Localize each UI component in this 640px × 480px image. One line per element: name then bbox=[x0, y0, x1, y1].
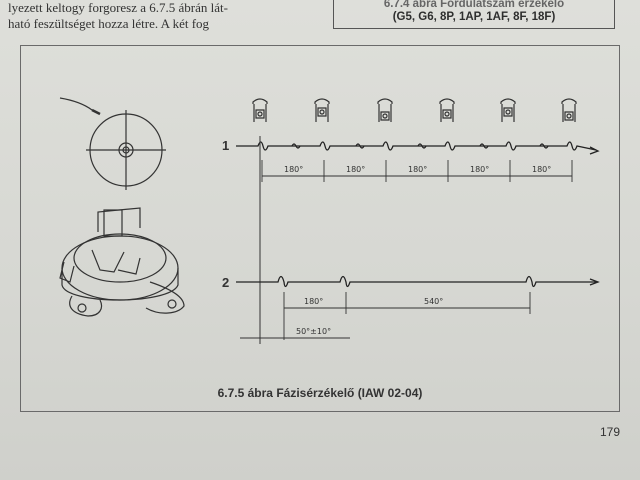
piston-icon bbox=[439, 98, 455, 122]
sensor-cable bbox=[59, 97, 93, 111]
signal-2-dimension-lines bbox=[240, 292, 531, 344]
piston-icon bbox=[377, 98, 393, 122]
body-text-line-1: lyezett keltogy forgoresz a 6.7.5 ábrán … bbox=[8, 0, 228, 15]
signal-1-dim-5: 180° bbox=[532, 165, 551, 174]
offset-dimension: 50°±10° bbox=[296, 327, 331, 336]
signal-1-waveform bbox=[236, 141, 600, 155]
body-text: lyezett keltogy forgoresz a 6.7.5 ábrán … bbox=[8, 0, 328, 32]
body-text-line-2: ható feszültséget hozza létre. A két fog bbox=[8, 16, 210, 31]
sensor-3d-view bbox=[59, 207, 185, 317]
signal-2-waveform bbox=[236, 275, 600, 288]
piston-icon bbox=[561, 98, 577, 122]
channel-2-label: 2 bbox=[222, 275, 229, 290]
signal-1-dim-3: 180° bbox=[408, 165, 427, 174]
page-number: 179 bbox=[600, 425, 621, 439]
channel-1-label: 1 bbox=[222, 138, 229, 153]
signal-1-dimension-lines bbox=[261, 160, 573, 182]
signal-1-dim-2: 180° bbox=[346, 165, 365, 174]
signal-1-dim-1: 180° bbox=[284, 165, 303, 174]
previous-figure-caption-box: 6.7.4 ábra Fordulatszám érzékelő (G5, G6… bbox=[333, 0, 615, 29]
signal-2-dim-2: 540° bbox=[424, 297, 443, 306]
figure-frame bbox=[20, 45, 620, 412]
signal-2-dim-1: 180° bbox=[304, 297, 323, 306]
piston-icons bbox=[252, 98, 577, 122]
previous-caption-line-1: 6.7.4 ábra Fordulatszám érzékelő bbox=[383, 0, 565, 10]
figure-caption: 6.7.5 ábra Fázisérzékelő (IAW 02-04) bbox=[217, 386, 423, 400]
previous-caption-line-2: (G5, G6, 8P, 1AP, 1AF, 8F, 18F) bbox=[392, 11, 556, 23]
piston-icon bbox=[500, 98, 516, 122]
piston-icon bbox=[314, 98, 330, 122]
sensor-illustration bbox=[59, 97, 185, 317]
piston-icon bbox=[252, 98, 268, 122]
signal-1-dim-4: 180° bbox=[470, 165, 489, 174]
